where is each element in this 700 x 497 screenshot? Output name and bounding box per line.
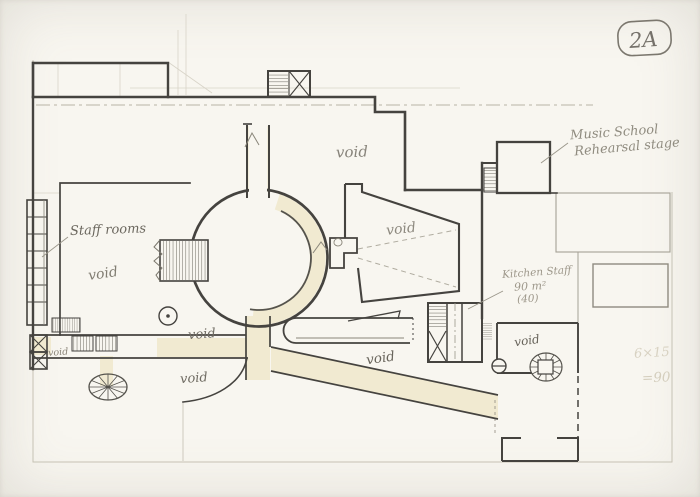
column-circle <box>158 306 178 326</box>
void-label-corridor-left: void <box>48 346 69 358</box>
void-label-corridor-right: void <box>365 348 396 368</box>
void-label-auditorium: void <box>385 220 416 239</box>
lower-right-room <box>494 322 579 462</box>
projection-booth <box>329 237 358 269</box>
north-wall <box>31 95 407 192</box>
kitchen-leader <box>467 290 504 310</box>
ramp-arrow-icon <box>312 241 328 254</box>
auditorium-outline <box>329 182 461 304</box>
west-room-walls <box>59 182 191 336</box>
lower-room-curve <box>182 357 248 403</box>
sheet-border <box>32 60 673 463</box>
music-stair <box>483 167 498 193</box>
elevator-shafts <box>29 334 48 370</box>
door-symbol <box>491 358 507 374</box>
spiral-stair-right <box>529 352 563 382</box>
east-room-lower <box>592 263 669 308</box>
kitchen-label-line3: (40) <box>517 292 539 305</box>
kitchen-stair-block <box>427 302 492 363</box>
staff-rooms-strip <box>26 199 48 326</box>
calc-note-line2: =90 <box>642 369 671 386</box>
central-drum <box>189 123 329 328</box>
kitchen-label-line2: 90 m² <box>514 279 547 294</box>
void-label-room-lower-left: void <box>180 370 209 387</box>
entry-room-outline <box>501 437 579 462</box>
east-wing-outlines <box>555 192 671 323</box>
diagonal-ramp-edges <box>245 316 499 420</box>
diagonal-ramp-highlight <box>271 347 498 419</box>
booth-scribble <box>333 238 343 247</box>
staff-leader <box>41 236 69 258</box>
top-corridor-walls <box>246 125 270 198</box>
void-label-corridor-mid: void <box>188 326 217 343</box>
calc-note-line1: 6×15 <box>634 345 670 362</box>
corridor-arrow-icon <box>244 131 260 148</box>
north-strip <box>31 61 170 99</box>
void-label-room-lower-right: void <box>513 332 541 349</box>
drum-west-stair <box>153 239 209 282</box>
annotations: Music School Rehearsal stage Staff rooms… <box>48 122 681 387</box>
sheet-badge-label: 2A <box>627 27 658 53</box>
ramp-ring-highlight <box>252 194 326 325</box>
spiral-feed-highlight <box>100 356 113 386</box>
ramp-inner-edge <box>249 210 312 311</box>
sheet-badge: 2A <box>617 19 672 57</box>
staff-rooms-label: Staff rooms <box>70 221 147 239</box>
void-label-hall-upper: void <box>336 142 369 161</box>
music-room <box>495 140 552 195</box>
void-label-staff-room: void <box>87 264 119 284</box>
kitchen-label-line1: Kitchen Staff <box>501 264 574 281</box>
corridor-stairs <box>71 335 118 352</box>
bridge <box>282 310 414 344</box>
walls <box>31 61 558 403</box>
music-leader <box>540 142 569 164</box>
music-school-label-line1: Music School <box>569 122 659 143</box>
east-room-upper <box>555 192 671 253</box>
west-corridor-highlight <box>157 338 246 357</box>
leader-lines <box>41 142 569 310</box>
spiral-stair-left <box>88 373 128 401</box>
top-stair-block <box>267 70 311 98</box>
west-corridor-walls <box>32 334 248 359</box>
sightlines <box>357 229 457 288</box>
small-stair-block <box>51 317 81 333</box>
